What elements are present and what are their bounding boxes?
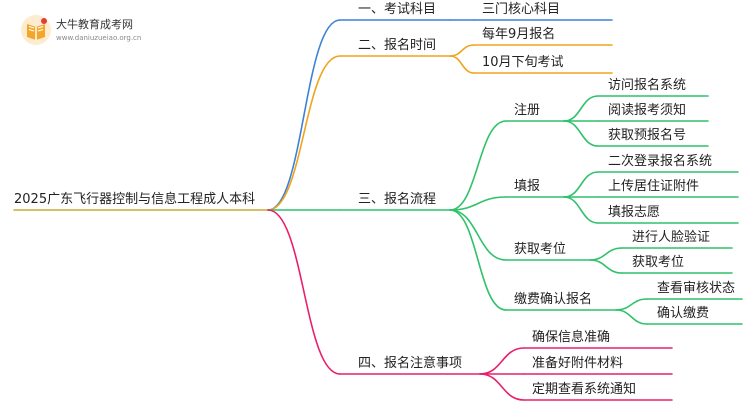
edge-branch-3-child-4 xyxy=(449,209,507,311)
edge-branch-2-child-2 xyxy=(449,55,475,74)
node-4-3[interactable]: 定期查看系统通知 xyxy=(532,382,637,397)
leaf-3-1-2[interactable]: 阅读报考须知 xyxy=(608,103,687,118)
branch-4-label[interactable]: 四、报名注意事项 xyxy=(358,356,463,371)
edge-branch-3-child-2 xyxy=(449,196,507,211)
edge-3-4-leaf-1 xyxy=(615,298,648,311)
leaf-3-1-1[interactable]: 访问报名系统 xyxy=(608,78,687,93)
node-2-2[interactable]: 10月下旬考试 xyxy=(482,55,564,70)
leaf-3-4-1[interactable]: 查看审核状态 xyxy=(657,281,736,296)
leaf-3-3-1[interactable]: 进行人脸验证 xyxy=(632,230,711,245)
leaf-3-2-3[interactable]: 填报志愿 xyxy=(608,205,661,220)
leaf-3-2-2[interactable]: 上传居住证附件 xyxy=(608,179,700,194)
edge-3-1-leaf-3 xyxy=(563,120,599,147)
edge-branch-4-child-3 xyxy=(479,373,525,401)
leaf-3-4-2[interactable]: 确认缴费 xyxy=(657,306,710,321)
edge-3-3-leaf-1 xyxy=(589,247,623,261)
node-3-2[interactable]: 填报 xyxy=(514,179,541,194)
node-3-3[interactable]: 获取考位 xyxy=(514,242,567,257)
edge-3-4-leaf-2 xyxy=(615,309,648,325)
leaf-3-2-1[interactable]: 二次登录报名系统 xyxy=(608,154,713,169)
node-4-2[interactable]: 准备好附件材料 xyxy=(532,356,624,371)
edge-3-2-leaf-1 xyxy=(563,171,599,198)
leaf-3-1-3[interactable]: 获取预报名号 xyxy=(608,128,687,143)
node-1-1[interactable]: 三门核心科目 xyxy=(482,2,561,17)
edge-branch-2-child-1 xyxy=(449,44,475,57)
edge-root-to-branch-1 xyxy=(267,19,341,211)
edge-root-to-branch-2 xyxy=(267,55,341,211)
brand-url: www.daniuzueiao.org.cn xyxy=(56,34,142,42)
brand-name: 大牛教育成考网 xyxy=(56,18,133,31)
edge-3-1-leaf-1 xyxy=(563,95,599,122)
edge-branch-3-child-1 xyxy=(449,120,507,211)
node-3-1[interactable]: 注册 xyxy=(514,103,541,118)
edge-root-to-branch-4 xyxy=(267,209,341,375)
branch-3-label[interactable]: 三、报名流程 xyxy=(358,192,437,207)
branch-2-label[interactable]: 二、报名时间 xyxy=(358,38,437,53)
edge-3-2-leaf-3 xyxy=(563,196,599,224)
mindmap-root[interactable]: 2025广东飞行器控制与信息工程成人本科 xyxy=(14,192,256,207)
book-logo-icon xyxy=(21,15,51,45)
node-2-1[interactable]: 每年9月报名 xyxy=(482,27,556,42)
edge-3-3-leaf-2 xyxy=(589,259,623,274)
edge-branch-3-child-3 xyxy=(449,209,507,261)
brand-logo: 大牛教育成考网 www.daniuzueiao.org.cn xyxy=(20,14,180,48)
node-4-1[interactable]: 确保信息准确 xyxy=(532,330,611,345)
leaf-3-3-2[interactable]: 获取考位 xyxy=(632,255,685,270)
node-3-4[interactable]: 缴费确认报名 xyxy=(514,292,593,307)
branch-1-label[interactable]: 一、考试科目 xyxy=(358,2,437,17)
edge-branch-4-child-1 xyxy=(479,347,525,375)
